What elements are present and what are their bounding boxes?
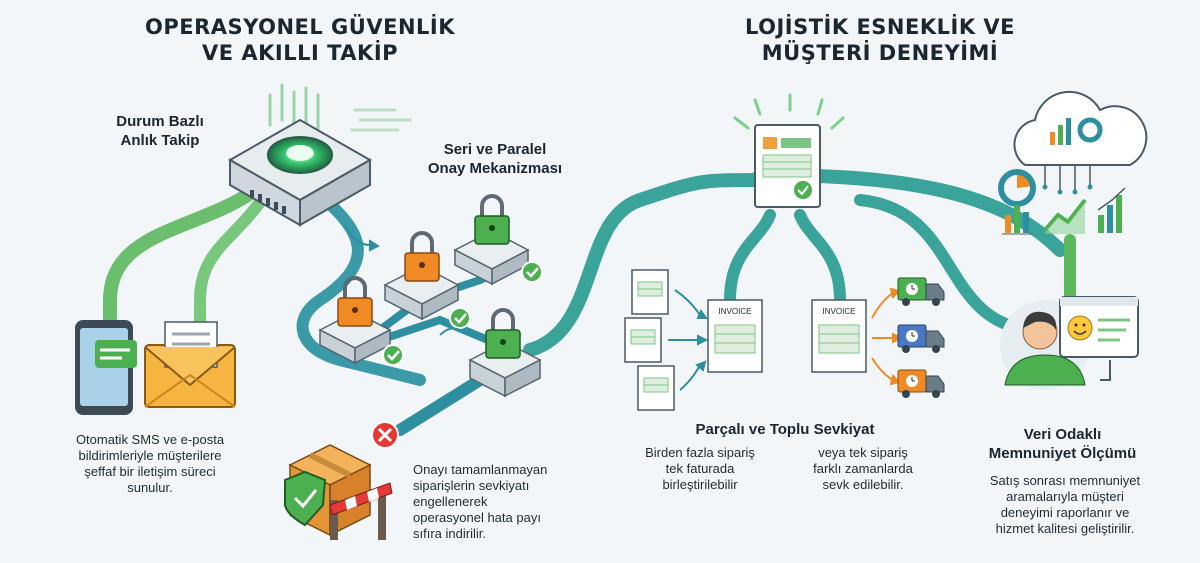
invoice-label-1: INVOICE	[718, 307, 752, 316]
lock-platform-2	[383, 231, 471, 329]
approval-network	[318, 194, 543, 398]
notification-description: Otomatik SMS ve e-posta bildirimleriyle …	[45, 432, 255, 496]
invoice-icon	[811, 299, 867, 373]
approval-label-line1: Seri ve Paralel	[443, 141, 547, 158]
path-blocked-flow	[394, 374, 486, 436]
truck-icon	[897, 277, 945, 306]
barrier-icon	[329, 482, 393, 540]
server-hub-icon	[227, 118, 373, 227]
approval-mechanism-label: Seri ve Paralel Onay Mekanizması	[405, 140, 585, 178]
notify-desc-line4: sunulur.	[127, 480, 173, 495]
cross-icon	[371, 421, 399, 449]
status-tracking-label: Durum Bazlı Anlık Takip	[95, 112, 225, 150]
path-hub-to-approval	[296, 189, 426, 386]
path-hub-to-notify	[103, 183, 262, 337]
check-icon	[449, 307, 471, 329]
notify-desc-line2: bildirimleriyle müşterilere	[78, 448, 222, 463]
order-document-icon	[624, 317, 662, 363]
path-hub-to-envelope	[194, 189, 271, 341]
split-desc-line2: farklı zamanlarda	[813, 461, 913, 476]
data-desc-line2: aramalarıyla müşteri	[1006, 489, 1124, 504]
speed-lines	[268, 83, 412, 132]
path-right-lower	[854, 194, 1036, 336]
padlock-icon	[485, 308, 521, 359]
envelope-icon	[144, 321, 236, 408]
shield-icon	[284, 470, 327, 527]
truck-icon	[897, 369, 945, 398]
invoice-label-2: INVOICE	[822, 307, 856, 316]
block-desc-line3: engellenerek	[413, 494, 488, 509]
order-document-icon	[631, 269, 669, 315]
right-section-title: LOJİSTİK ESNEKLİK VE MÜŞTERİ DENEYİMİ	[700, 14, 1060, 66]
blocked-shipment-description: Onayı tamamlanmayan siparişlerin sevkiya…	[413, 462, 603, 542]
data-driven-label: Veri Odaklı Memnuniyet Ölçümü	[975, 425, 1150, 463]
data-desc-line3: deneyimi raporlanır ve	[1000, 505, 1130, 520]
padlock-icon	[474, 194, 510, 245]
check-icon	[521, 261, 543, 283]
lock-platform-4	[468, 308, 542, 398]
data-label-line2: Memnuniyet Ölçümü	[988, 445, 1137, 462]
merge-desc-line1: Birden fazla sipariş	[645, 445, 755, 460]
split-arrows	[871, 287, 904, 386]
lock-platform-3	[453, 194, 543, 286]
data-driven-description: Satış sonrası memnuniyet aramalarıyla mü…	[975, 473, 1155, 537]
flow-arrows	[344, 224, 461, 336]
cloud-icon	[1013, 90, 1148, 195]
data-desc-line4: hizmet kalitesi geliştirilir.	[995, 521, 1135, 536]
order-document-icon	[637, 365, 675, 411]
approval-label-line2: Onay Mekanizması	[427, 160, 563, 177]
status-label-line2: Anlık Takip	[120, 132, 200, 149]
order-documents-stack	[624, 269, 709, 411]
data-label-line1: Veri Odaklı	[1023, 426, 1102, 443]
path-doc-to-invoice1	[724, 209, 776, 306]
block-desc-line2: siparişlerin sevkiyatı	[413, 478, 530, 493]
padlock-icon	[404, 231, 440, 282]
path-approval-to-right	[523, 173, 767, 357]
split-desc-line3: sevk edilebilir.	[822, 477, 904, 492]
padlock-icon	[337, 276, 373, 327]
order-document-icon	[733, 93, 845, 208]
data-desc-line1: Satış sonrası memnuniyet	[989, 473, 1141, 488]
block-desc-line5: sıfıra indirilir.	[413, 526, 486, 541]
left-title-line2: VE AKILLI TAKİP	[201, 41, 399, 65]
invoice-icon	[707, 299, 763, 373]
check-icon	[382, 344, 404, 366]
left-title-line1: OPERASYONEL GÜVENLİK	[145, 15, 455, 39]
notify-desc-line3: şeffaf bir iletişim süreci	[84, 464, 216, 479]
split-desc-line1: veya tek sipariş	[818, 445, 908, 460]
smartphone-icon	[75, 320, 137, 415]
right-title-line2: MÜŞTERİ DENEYİMİ	[761, 41, 999, 65]
status-label-line1: Durum Bazlı	[116, 113, 204, 130]
block-desc-line4: operasyonel hata payı	[413, 510, 541, 525]
split-description: veya tek sipariş farklı zamanlarda sevk …	[793, 445, 933, 493]
merge-description: Birden fazla sipariş tek faturada birleş…	[625, 445, 775, 493]
smiley-chat-icon	[1059, 296, 1139, 381]
right-title-line1: LOJİSTİK ESNEKLİK VE	[745, 15, 1015, 39]
truck-icon	[897, 324, 945, 353]
chart-icon	[998, 169, 1126, 235]
merge-desc-line2: tek faturada	[665, 461, 735, 476]
path-doc-to-invoice2	[794, 209, 846, 306]
merge-desc-line3: birleştirilebilir	[662, 477, 738, 492]
block-desc-line1: Onayı tamamlanmayan	[413, 462, 548, 477]
notify-desc-line1: Otomatik SMS ve e-posta	[75, 432, 225, 447]
lock-platform-1	[318, 276, 404, 366]
left-section-title: OPERASYONEL GÜVENLİK VE AKILLI TAKİP	[130, 14, 470, 66]
shipment-label: Parçalı ve Toplu Sevkiyat	[695, 421, 875, 438]
